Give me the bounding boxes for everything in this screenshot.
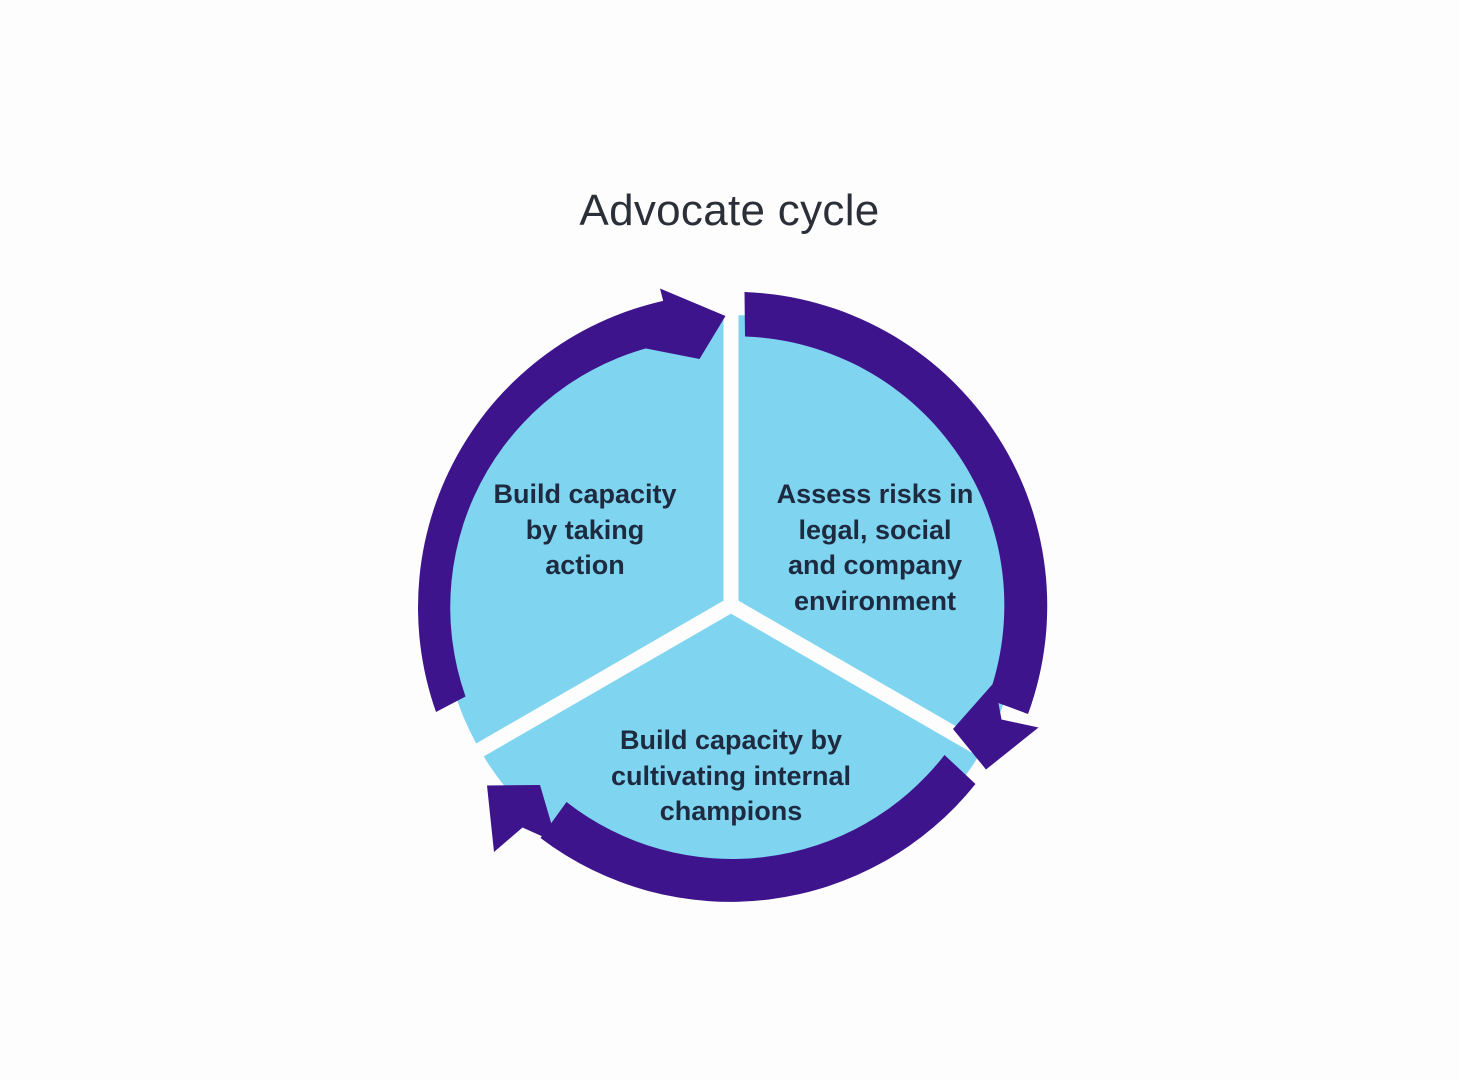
segment-label-cultivate-champions: Build capacity by cultivating internal c… bbox=[610, 725, 852, 827]
arrow-right-to-left bbox=[487, 755, 976, 902]
segment-label-assess-risks: Assess risks in legal, social and compan… bbox=[776, 479, 974, 616]
segment-label-taking-action: Build capacity by taking action bbox=[493, 479, 677, 581]
segment-disc bbox=[441, 315, 1021, 895]
cycle-segments bbox=[441, 315, 1021, 895]
arrow-left-to-top bbox=[418, 288, 726, 712]
arrow-top-to-right bbox=[744, 292, 1048, 770]
page-title: Advocate cycle bbox=[579, 186, 880, 235]
